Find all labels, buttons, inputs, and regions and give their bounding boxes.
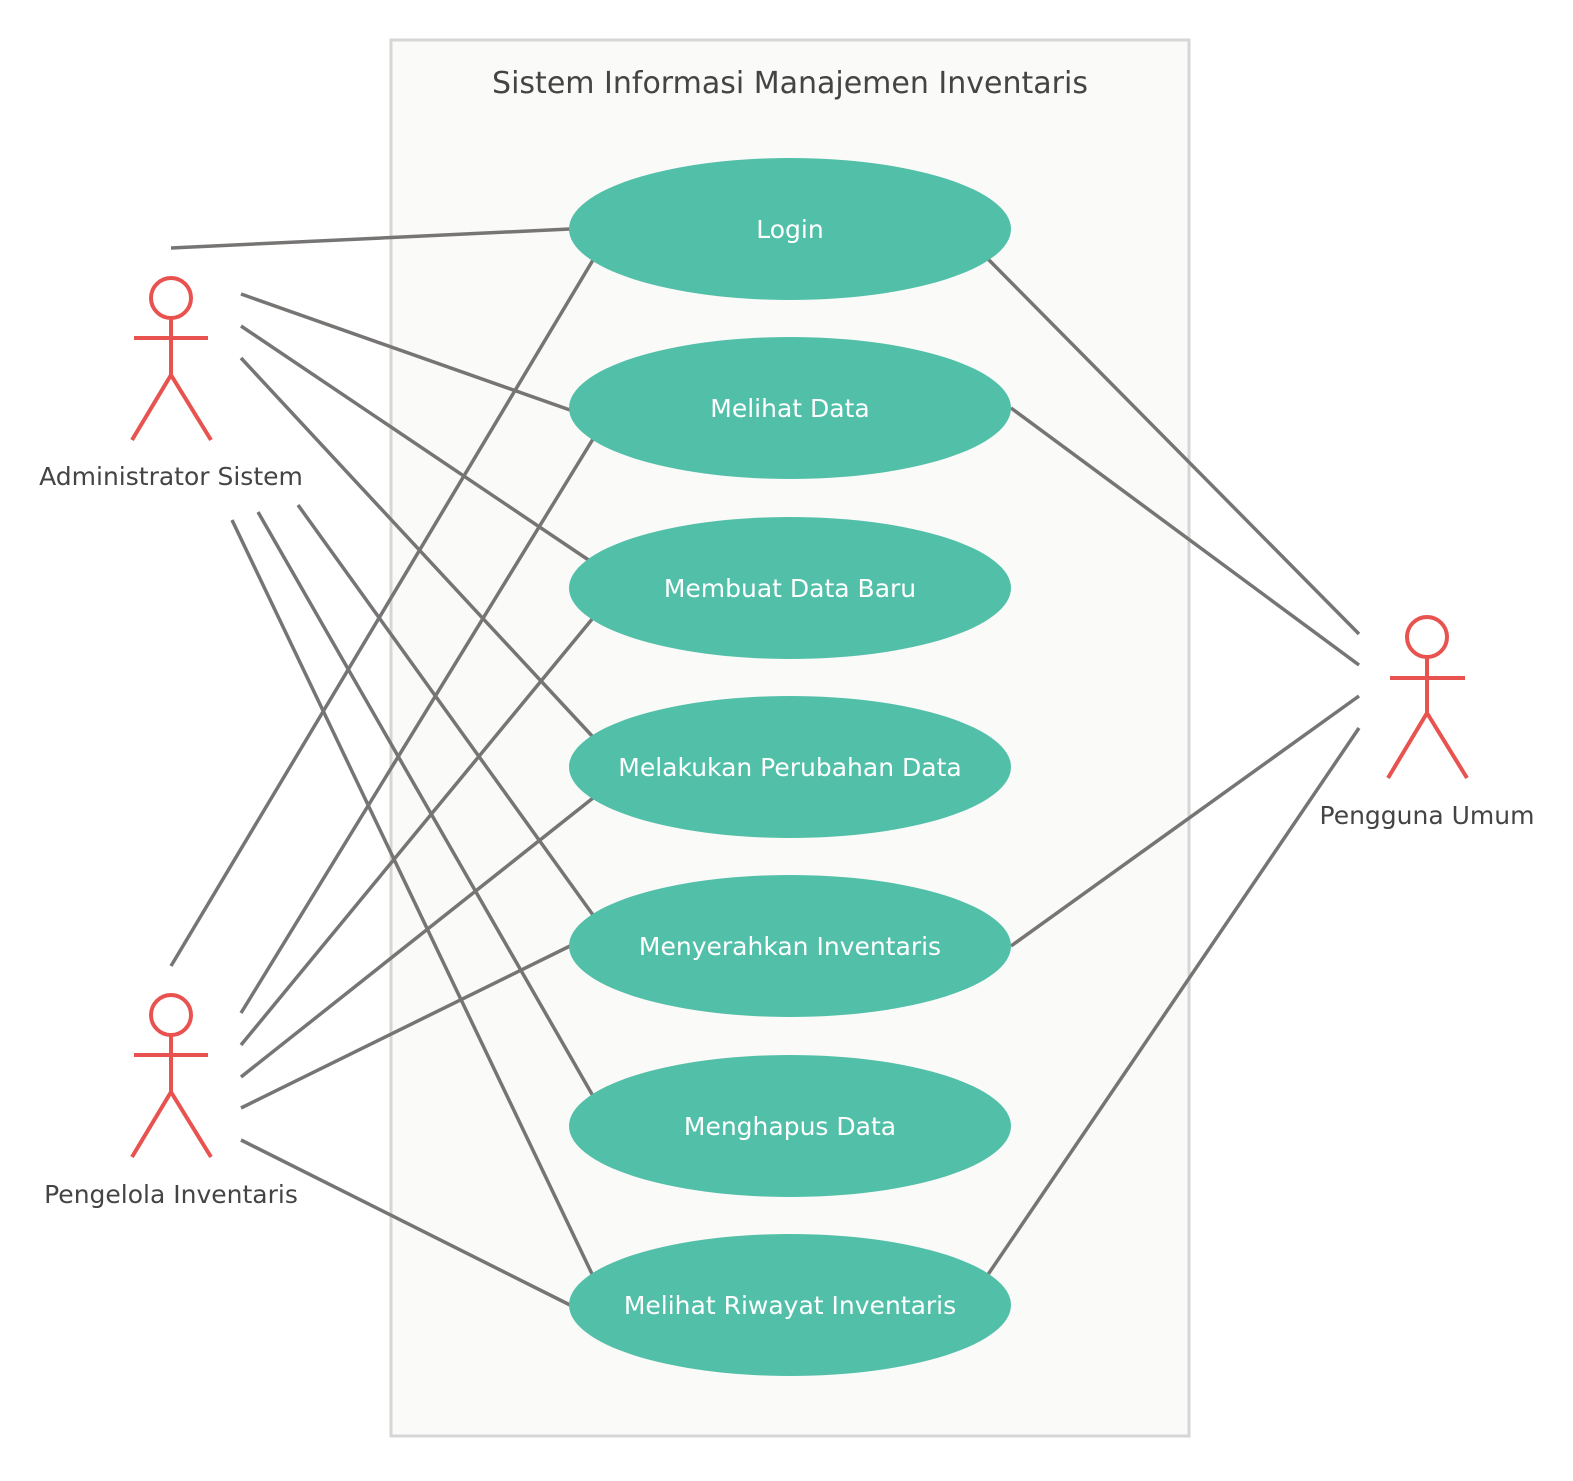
association-admin-login [170,227,571,250]
actor-figure-icon [1386,615,1469,780]
actor-administrator-sistem[interactable]: Administrator Sistem [39,276,303,491]
usecase-menyerahkan-inventaris[interactable]: Menyerahkan Inventaris [569,875,1011,1017]
association-pengelola-menyerahkan [240,944,571,1110]
actor-administrator-sistem-label: Administrator Sistem [39,462,303,491]
usecase-menghapus-data-label: Menghapus Data [684,1112,896,1141]
usecase-melihat-data[interactable]: Melihat Data [569,337,1011,479]
usecase-melakukan-perubahan-data-label: Melakukan Perubahan Data [618,753,961,782]
association-admin-riwayat [230,519,595,1277]
association-admin-menghapus [256,511,595,1097]
actor-pengelola-inventaris-label: Pengelola Inventaris [44,1180,298,1209]
actor-pengelola-inventaris[interactable]: Pengelola Inventaris [44,993,298,1209]
usecase-membuat-data-baru-ellipse[interactable] [569,517,1011,659]
usecase-melihat-riwayat-inventaris[interactable]: Melihat Riwayat Inventaris [569,1234,1011,1376]
association-umum-menyerahkan [1009,694,1361,948]
association-pengelola-login [169,259,595,967]
association-pengelola-riwayat [240,1138,571,1307]
actor-figure-icon [130,993,213,1159]
actor-figure-icon [130,276,213,442]
actor-pengguna-umum[interactable]: Pengguna Umum [1320,615,1535,830]
association-pengelola-perubahan [239,796,595,1079]
usecase-melihat-riwayat-inventaris-label: Melihat Riwayat Inventaris [624,1291,956,1320]
association-umum-riwayat [985,727,1361,1277]
usecase-melihat-data-ellipse[interactable] [569,337,1011,479]
usecase-login[interactable]: Login [569,158,1011,300]
association-pengelola-membuat [239,616,595,1047]
usecase-melihat-data-label: Melihat Data [710,394,869,423]
association-umum-melihat [1009,406,1361,667]
association-pengelola-melihat [239,438,595,1014]
usecase-membuat-data-baru-label: Membuat Data Baru [664,574,916,603]
usecase-login-ellipse[interactable] [569,158,1011,300]
usecase-melakukan-perubahan-data-ellipse[interactable] [569,696,1011,838]
association-admin-perubahan [239,356,595,739]
usecase-melihat-riwayat-inventaris-ellipse[interactable] [569,1234,1011,1376]
usecase-login-label: Login [756,215,823,244]
usecase-menyerahkan-inventaris-label: Menyerahkan Inventaris [639,932,941,961]
usecase-menyerahkan-inventaris-ellipse[interactable] [569,875,1011,1017]
usecase-melakukan-perubahan-data[interactable]: Melakukan Perubahan Data [569,696,1011,838]
usecase-membuat-data-baru[interactable]: Membuat Data Baru [569,517,1011,659]
actor-pengguna-umum-label: Pengguna Umum [1320,801,1535,830]
usecase-menghapus-data-ellipse[interactable] [569,1055,1011,1197]
association-admin-membuat [240,324,594,565]
association-admin-menyerahkan [296,503,595,917]
associations [169,227,1361,1307]
association-umum-login [985,256,1361,636]
system-title: Sistem Informasi Manajemen Inventaris [492,66,1088,101]
usecase-menghapus-data[interactable]: Menghapus Data [569,1055,1011,1197]
